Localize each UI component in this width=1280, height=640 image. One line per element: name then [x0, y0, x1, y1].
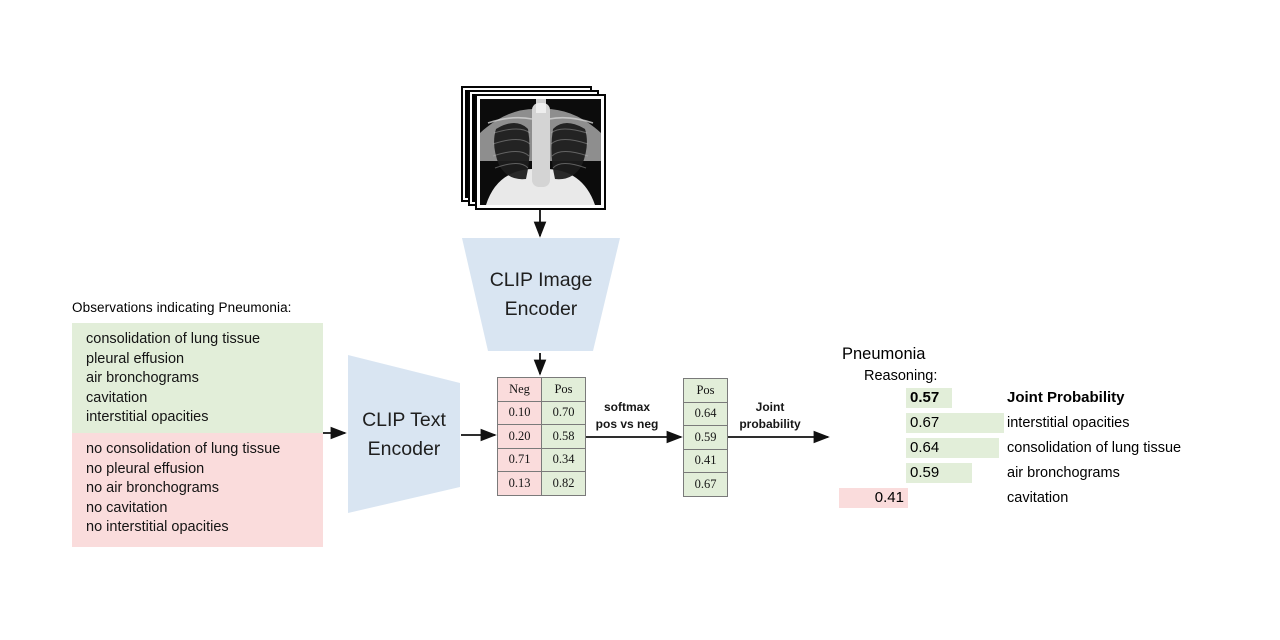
- positive-observation-item: interstitial opacities: [86, 409, 209, 425]
- table-row: 0.71 0.34: [497, 447, 586, 472]
- positive-observation-item: pleural effusion: [86, 350, 185, 367]
- table-cell: 0.59: [683, 425, 728, 450]
- softmax-label-line1: softmax: [603, 400, 650, 414]
- table-row: 0.67: [683, 472, 728, 497]
- table-row: 0.64: [683, 401, 728, 426]
- softmax-arrow-label: softmax pos vs neg: [585, 399, 669, 433]
- pos-header-cell: Pos: [541, 377, 586, 402]
- reasoning-row-label: Joint Probability: [1007, 389, 1125, 406]
- negative-observation-item: no interstitial opacities: [86, 519, 229, 535]
- text-encoder-label: CLIP Text Encoder: [334, 406, 474, 464]
- table-row: 0.41: [683, 448, 728, 473]
- observations-title: Observations indicating Pneumonia:: [72, 300, 292, 315]
- positive-observation-item: cavitation: [86, 389, 148, 406]
- text-encoder-label-line2: Encoder: [367, 438, 441, 460]
- table-cell: 0.13: [497, 471, 542, 496]
- chest-xray-image: [475, 94, 606, 210]
- joint-probability-arrow-label: Joint probability: [725, 399, 815, 433]
- reasoning-row-label: consolidation of lung tissue: [1007, 440, 1182, 456]
- negative-observation-item: no cavitation: [86, 499, 168, 516]
- table-cell: 0.71: [497, 447, 542, 472]
- reasoning-bar: 0.67: [906, 413, 1004, 433]
- image-encoder-trapezoid: [462, 238, 620, 351]
- pos-header-cell: Pos: [683, 378, 728, 403]
- table-cell: 0.34: [541, 447, 586, 472]
- table-cell: 0.64: [683, 401, 728, 426]
- chest-xray-art: [480, 99, 601, 205]
- reasoning-row-label: interstitial opacities: [1007, 415, 1130, 431]
- softmax-label-line2: pos vs neg: [595, 417, 659, 431]
- text-encoder-label-line1: CLIP Text: [362, 409, 446, 431]
- reasoning-bar: 0.64: [906, 438, 999, 458]
- positive-observation-item: air bronchograms: [86, 370, 199, 386]
- similarity-table-header-row: Neg Pos: [497, 377, 586, 402]
- positive-observations-box: consolidation of lung tissue pleural eff…: [72, 323, 323, 433]
- neg-header-cell: Neg: [497, 377, 542, 402]
- reasoning-title-line1: Pneumonia: [842, 345, 926, 363]
- reasoning-title-line2: Reasoning:: [864, 368, 938, 384]
- image-encoder-label-line2: Encoder: [504, 298, 578, 320]
- softmax-pos-table: Pos 0.64 0.59 0.41 0.67: [683, 378, 728, 497]
- table-row: 0.13 0.82: [497, 471, 586, 496]
- image-encoder-label: CLIP Image Encoder: [466, 266, 616, 324]
- negative-observation-item: no consolidation of lung tissue: [86, 441, 281, 457]
- similarity-table: Neg Pos 0.10 0.70 0.20 0.58 0.71 0.34 0.…: [497, 377, 586, 496]
- negative-observation-item: no pleural effusion: [86, 460, 205, 477]
- reasoning-bar: 0.57: [906, 388, 952, 408]
- image-encoder-label-line1: CLIP Image: [489, 269, 593, 291]
- table-row: 0.59: [683, 425, 728, 450]
- table-row: 0.10 0.70: [497, 400, 586, 425]
- joint-label-line1: Joint: [755, 400, 785, 414]
- table-cell: 0.58: [541, 424, 586, 449]
- positive-observation-item: consolidation of lung tissue: [86, 331, 261, 347]
- table-row: 0.20 0.58: [497, 424, 586, 449]
- table-cell: 0.70: [541, 400, 586, 425]
- table-cell: 0.10: [497, 400, 542, 425]
- negative-observation-item: no air bronchograms: [86, 480, 219, 496]
- reasoning-bar: 0.41: [839, 488, 908, 508]
- table-cell: 0.41: [683, 448, 728, 473]
- table-cell: 0.67: [683, 472, 728, 497]
- reasoning-bar: 0.59: [906, 463, 972, 483]
- negative-observations-box: no consolidation of lung tissue no pleur…: [72, 433, 323, 547]
- pos-table-header-row: Pos: [683, 378, 728, 403]
- reasoning-row-label: air bronchograms: [1007, 465, 1120, 481]
- table-cell: 0.20: [497, 424, 542, 449]
- reasoning-row-label: cavitation: [1007, 490, 1069, 506]
- joint-label-line2: probability: [739, 417, 801, 431]
- text-encoder-trapezoid: [348, 355, 460, 513]
- table-cell: 0.82: [541, 471, 586, 496]
